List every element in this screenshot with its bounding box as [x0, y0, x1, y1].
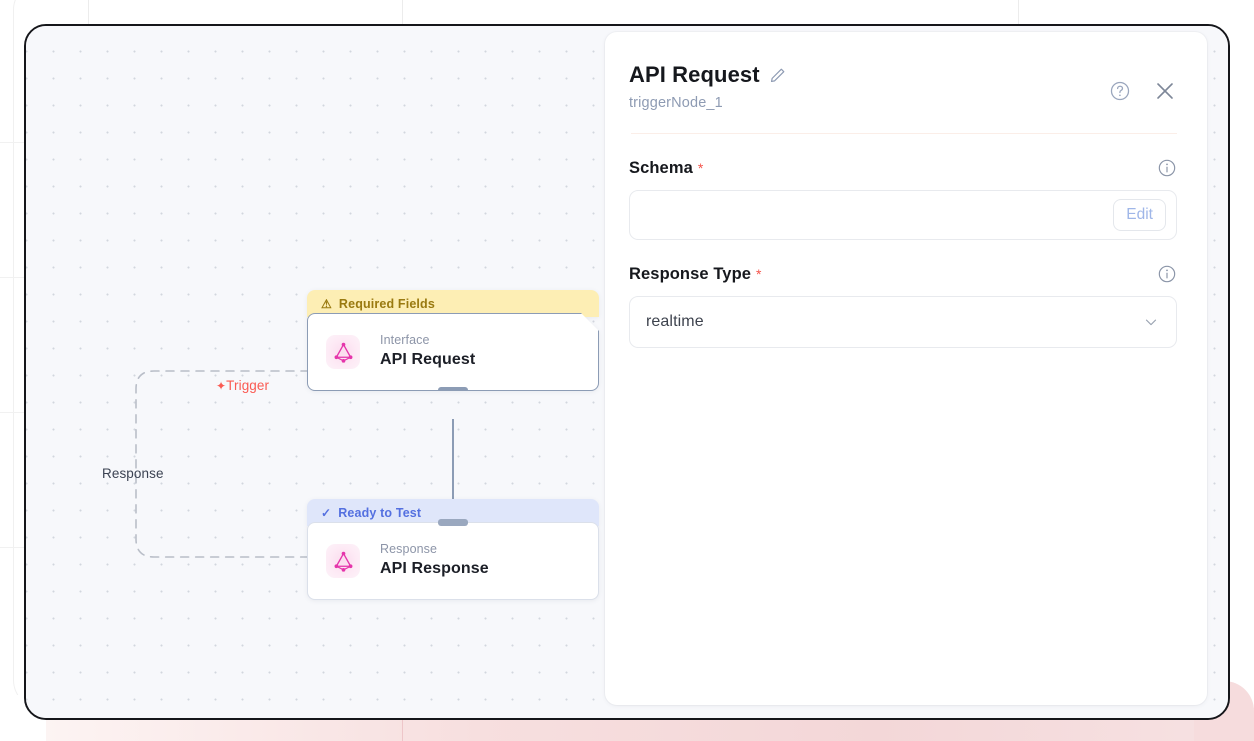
node-status-banner-required-fields: ⚠ Required Fields [307, 290, 599, 317]
node-body[interactable]: Interface API Request [307, 313, 599, 391]
node-text: Response API Response [380, 542, 489, 579]
field-response-type: Response Type * realtime [629, 264, 1177, 348]
panel-actions [1109, 79, 1177, 103]
panel-header: API Request triggerNode_1 [629, 62, 1177, 111]
panel-subtitle: triggerNode_1 [629, 95, 723, 111]
node-status-label: Required Fields [338, 296, 435, 311]
required-marker: * [756, 266, 762, 282]
field-schema: Schema * Edit [629, 158, 1177, 240]
field-label-row: Schema * [629, 158, 1177, 178]
warning-triangle-icon: ⚠ [321, 296, 332, 311]
app-window: ✦Trigger Response ⚠ Required Fields [24, 24, 1230, 720]
field-label-row: Response Type * [629, 264, 1177, 284]
page-title: API Request [629, 62, 1109, 88]
edge-label-trigger: ✦Trigger [216, 378, 270, 393]
close-icon[interactable] [1153, 79, 1177, 103]
node-handle-bottom[interactable] [438, 387, 468, 394]
edge-label-response: Response [102, 466, 164, 481]
panel-divider [631, 133, 1177, 134]
response-type-value: realtime [646, 313, 704, 330]
panel-title-text: API Request [629, 62, 760, 87]
schema-input[interactable] [646, 206, 1114, 224]
node-properties-panel: API Request triggerNode_1 [605, 32, 1207, 705]
field-label: Schema [629, 158, 693, 177]
graphql-icon [326, 544, 360, 578]
lightning-bolt-icon: ✦ [216, 379, 227, 393]
response-type-select[interactable]: realtime [629, 296, 1177, 348]
panel-title-block: API Request triggerNode_1 [629, 62, 1109, 111]
background-pink-vline [402, 715, 403, 741]
field-label: Response Type [629, 264, 752, 283]
node-body[interactable]: Response API Response [307, 519, 599, 600]
question-circle-icon[interactable] [1109, 80, 1131, 102]
check-icon: ✓ [321, 505, 332, 520]
graphql-icon [326, 335, 360, 369]
node-status-label: Ready to Test [338, 505, 422, 520]
edge-trigger-response-path [135, 370, 310, 558]
node-api-request[interactable]: ⚠ Required Fields [307, 290, 599, 391]
pencil-icon[interactable] [769, 67, 786, 84]
node-title-label: API Response [380, 560, 489, 578]
schema-input-shell[interactable]: Edit [629, 190, 1177, 240]
info-circle-icon[interactable] [1157, 158, 1177, 178]
node-title-label: API Request [380, 351, 476, 369]
node-handle-top[interactable] [438, 519, 468, 526]
node-api-response[interactable]: ✓ Ready to Test [307, 499, 599, 600]
node-text: Interface API Request [380, 333, 475, 370]
chevron-down-icon[interactable] [1142, 313, 1160, 331]
edge-layer [135, 370, 454, 558]
required-marker: * [697, 160, 704, 176]
node-kind-label: Response [380, 542, 438, 557]
schema-edit-button[interactable]: Edit [1113, 199, 1166, 231]
node-kind-label: Interface [380, 333, 430, 348]
info-circle-icon[interactable] [1157, 264, 1177, 284]
